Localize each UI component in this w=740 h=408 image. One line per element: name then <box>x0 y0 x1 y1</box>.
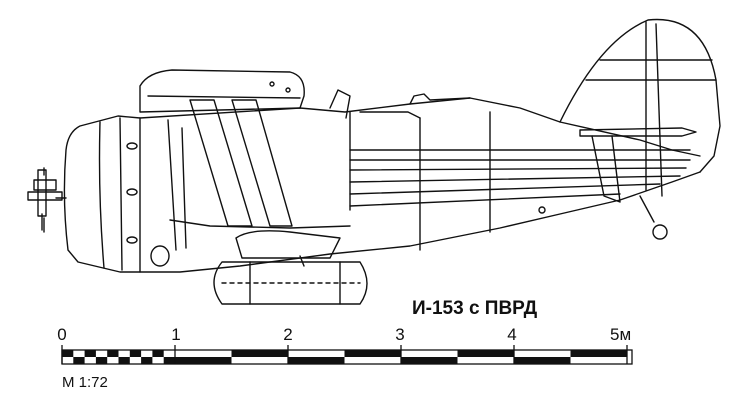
scale-checker-cell <box>141 357 153 364</box>
scale-checker-cell <box>95 357 108 364</box>
scale-segment-block <box>401 357 458 364</box>
scale-tick-label-0: 0 <box>57 325 66 344</box>
scale-checker-cell <box>118 357 130 364</box>
scale-bar: 0 1 2 3 4 5м <box>57 325 633 365</box>
scale-checker-cell <box>84 350 96 357</box>
scale-checker-cell <box>62 350 74 357</box>
drawing-title: И-153 с ПВРД <box>412 298 538 319</box>
scale-bar-ticks <box>61 345 628 364</box>
tail-wheel <box>639 195 668 240</box>
scale-segment-block <box>570 350 627 357</box>
scale-segment-block <box>514 357 571 364</box>
scale-checker-cell <box>73 357 85 364</box>
scale-tick-label-4: 4 <box>507 325 516 344</box>
scale-tick-label-3: 3 <box>395 325 404 344</box>
horizontal-stabilizer <box>579 127 697 203</box>
scale-segment-block <box>344 350 401 357</box>
scale-segment-block <box>231 350 288 357</box>
scale-checker-cell <box>129 350 142 357</box>
upper-wing <box>139 69 305 113</box>
scale-segment-block <box>457 350 514 357</box>
scale-tick-label-1: 1 <box>171 325 180 344</box>
engine-cowling <box>63 115 170 273</box>
scale-bar-segments <box>62 350 627 364</box>
scale-segment-block <box>175 357 232 364</box>
wing-struts <box>167 99 293 251</box>
scale-tick-label-2: 2 <box>283 325 292 344</box>
scale-ratio-label: М 1:72 <box>62 374 108 391</box>
fuselage <box>139 97 701 273</box>
lower-wing <box>235 230 341 267</box>
scale-checker-cell <box>107 350 119 357</box>
scale-segment-block <box>288 357 345 364</box>
propeller-hub <box>27 167 67 233</box>
ramjet-pod <box>213 261 368 305</box>
scale-checker-cell <box>152 350 164 357</box>
cockpit <box>329 89 471 119</box>
vertical-tail <box>559 18 721 197</box>
scale-tick-label-5: 5м <box>610 325 631 344</box>
scale-checker-cell <box>163 357 175 364</box>
